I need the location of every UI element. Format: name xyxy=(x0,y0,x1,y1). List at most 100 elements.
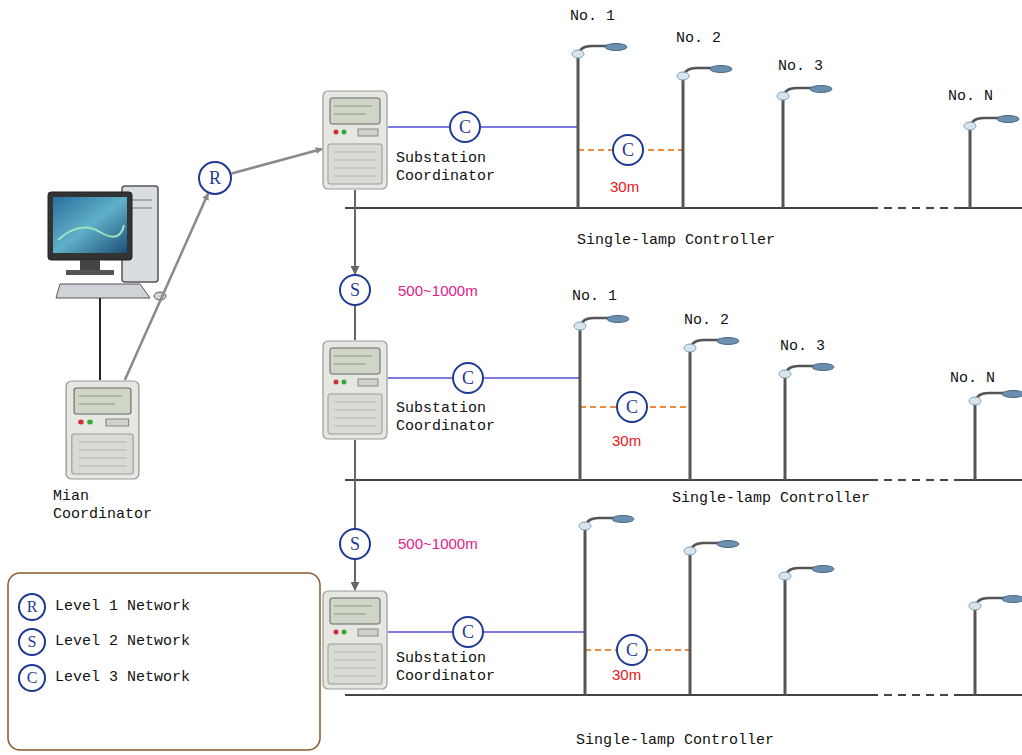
distance-label: 30m xyxy=(612,666,641,684)
network-circle: S xyxy=(339,274,371,306)
street-lamp xyxy=(684,338,739,481)
lamp-cap xyxy=(969,397,981,405)
network-circle: C xyxy=(612,134,644,166)
lamp-number: No. N xyxy=(950,370,995,388)
lamp-number: No. N xyxy=(948,88,993,106)
network-circle: C xyxy=(449,111,481,143)
lamp-head xyxy=(605,44,627,51)
network-level-letter: C xyxy=(626,641,638,659)
network-level-letter: C xyxy=(459,118,471,136)
meter-device xyxy=(322,90,388,190)
distance-label: 500~1000m xyxy=(398,535,478,553)
network-circle: C xyxy=(616,634,648,666)
lamp-pole xyxy=(782,100,785,208)
lamp-number: No. 3 xyxy=(780,338,825,356)
street-lamp xyxy=(779,566,834,696)
meter-device xyxy=(322,590,388,690)
street-lamps xyxy=(572,44,1022,696)
lamp-cap xyxy=(777,92,789,100)
lamp-cap xyxy=(964,122,976,130)
street-lamp xyxy=(964,116,1019,209)
coordinator-device: Substation Coordinator xyxy=(322,90,388,190)
computer-icon xyxy=(48,186,166,380)
lamp-cap xyxy=(969,602,981,610)
coordinator-device: Mian Coordinator xyxy=(65,380,140,480)
lamp-head xyxy=(710,66,732,73)
network-link xyxy=(125,194,208,380)
lamp-cap xyxy=(579,522,591,530)
lamp-head xyxy=(612,516,634,523)
network-circle: C xyxy=(452,616,484,648)
legend-text: Level 1 Network xyxy=(55,597,190,617)
spacing-line xyxy=(578,150,690,650)
street-lamp xyxy=(684,541,739,696)
group-label: Single-lamp Controller xyxy=(576,732,774,750)
network-level-letter: C xyxy=(626,398,638,416)
meter-device xyxy=(322,340,388,440)
lamp-head xyxy=(607,316,629,323)
lamp-head xyxy=(1002,391,1022,398)
lamp-head xyxy=(810,86,832,93)
lamp-cap xyxy=(677,72,689,80)
lamp-pole xyxy=(784,580,787,695)
network-link xyxy=(354,190,356,274)
lamp-pole xyxy=(974,405,977,480)
lamp-cap xyxy=(779,370,791,378)
lamp-cap xyxy=(684,344,696,352)
lamp-head xyxy=(812,566,834,573)
network-level-letter: R xyxy=(209,169,221,187)
lamp-head xyxy=(717,541,739,548)
lamp-number: No. 1 xyxy=(572,288,617,306)
street-lamp xyxy=(969,391,1022,481)
network-level-letter: S xyxy=(350,281,360,299)
coordinator-device: Substation Coordinator xyxy=(322,340,388,440)
distance-label: 500~1000m xyxy=(398,282,478,300)
lamp-number: No. 2 xyxy=(684,312,729,330)
legend-letter: R xyxy=(19,594,45,620)
network-level-letter: C xyxy=(462,623,474,641)
lamp-pole xyxy=(974,610,977,695)
lamp-pole xyxy=(579,330,582,480)
meter-device xyxy=(65,380,140,480)
lamp-head xyxy=(812,364,834,371)
lamp-pole xyxy=(689,352,692,480)
street-lamp xyxy=(969,596,1022,696)
lamp-cap xyxy=(779,572,791,580)
network-link xyxy=(388,631,452,633)
network-circle: S xyxy=(339,528,371,560)
network-circle: C xyxy=(616,391,648,423)
legend-text: Level 3 Network xyxy=(55,668,190,688)
lamp-head xyxy=(717,338,739,345)
lamp-cap xyxy=(572,50,584,58)
legend-letter: C xyxy=(19,665,45,691)
lamp-head xyxy=(997,116,1019,123)
street-lamp xyxy=(777,86,832,209)
lamp-pole xyxy=(584,530,587,695)
lamp-pole xyxy=(784,378,787,480)
network-level-letter: C xyxy=(622,141,634,159)
network-circle: R xyxy=(198,161,232,195)
legend-text: Level 2 Network xyxy=(55,632,190,652)
network-level-letter: S xyxy=(350,535,360,553)
street-lamp xyxy=(779,364,834,481)
lamp-pole xyxy=(689,555,692,695)
network-link xyxy=(231,149,322,174)
device-label: Substation Coordinator xyxy=(396,650,496,686)
lamp-pole xyxy=(682,80,685,208)
street-lamp xyxy=(677,66,732,209)
device-label: Substation Coordinator xyxy=(396,150,496,186)
network-circle: C xyxy=(452,362,484,394)
coordinator-device: Substation Coordinator xyxy=(322,590,388,690)
network-link xyxy=(354,560,356,590)
level3-wire xyxy=(481,127,585,632)
group-label: Single-lamp Controller xyxy=(577,232,775,250)
network-link xyxy=(354,306,356,340)
network-level-letter: C xyxy=(462,369,474,387)
device-label: Substation Coordinator xyxy=(396,400,496,436)
lamp-pole xyxy=(577,58,580,208)
lamp-cap xyxy=(684,547,696,555)
distance-label: 30m xyxy=(612,432,641,450)
lamp-number: No. 2 xyxy=(676,30,721,48)
distance-label: 30m xyxy=(610,178,639,196)
